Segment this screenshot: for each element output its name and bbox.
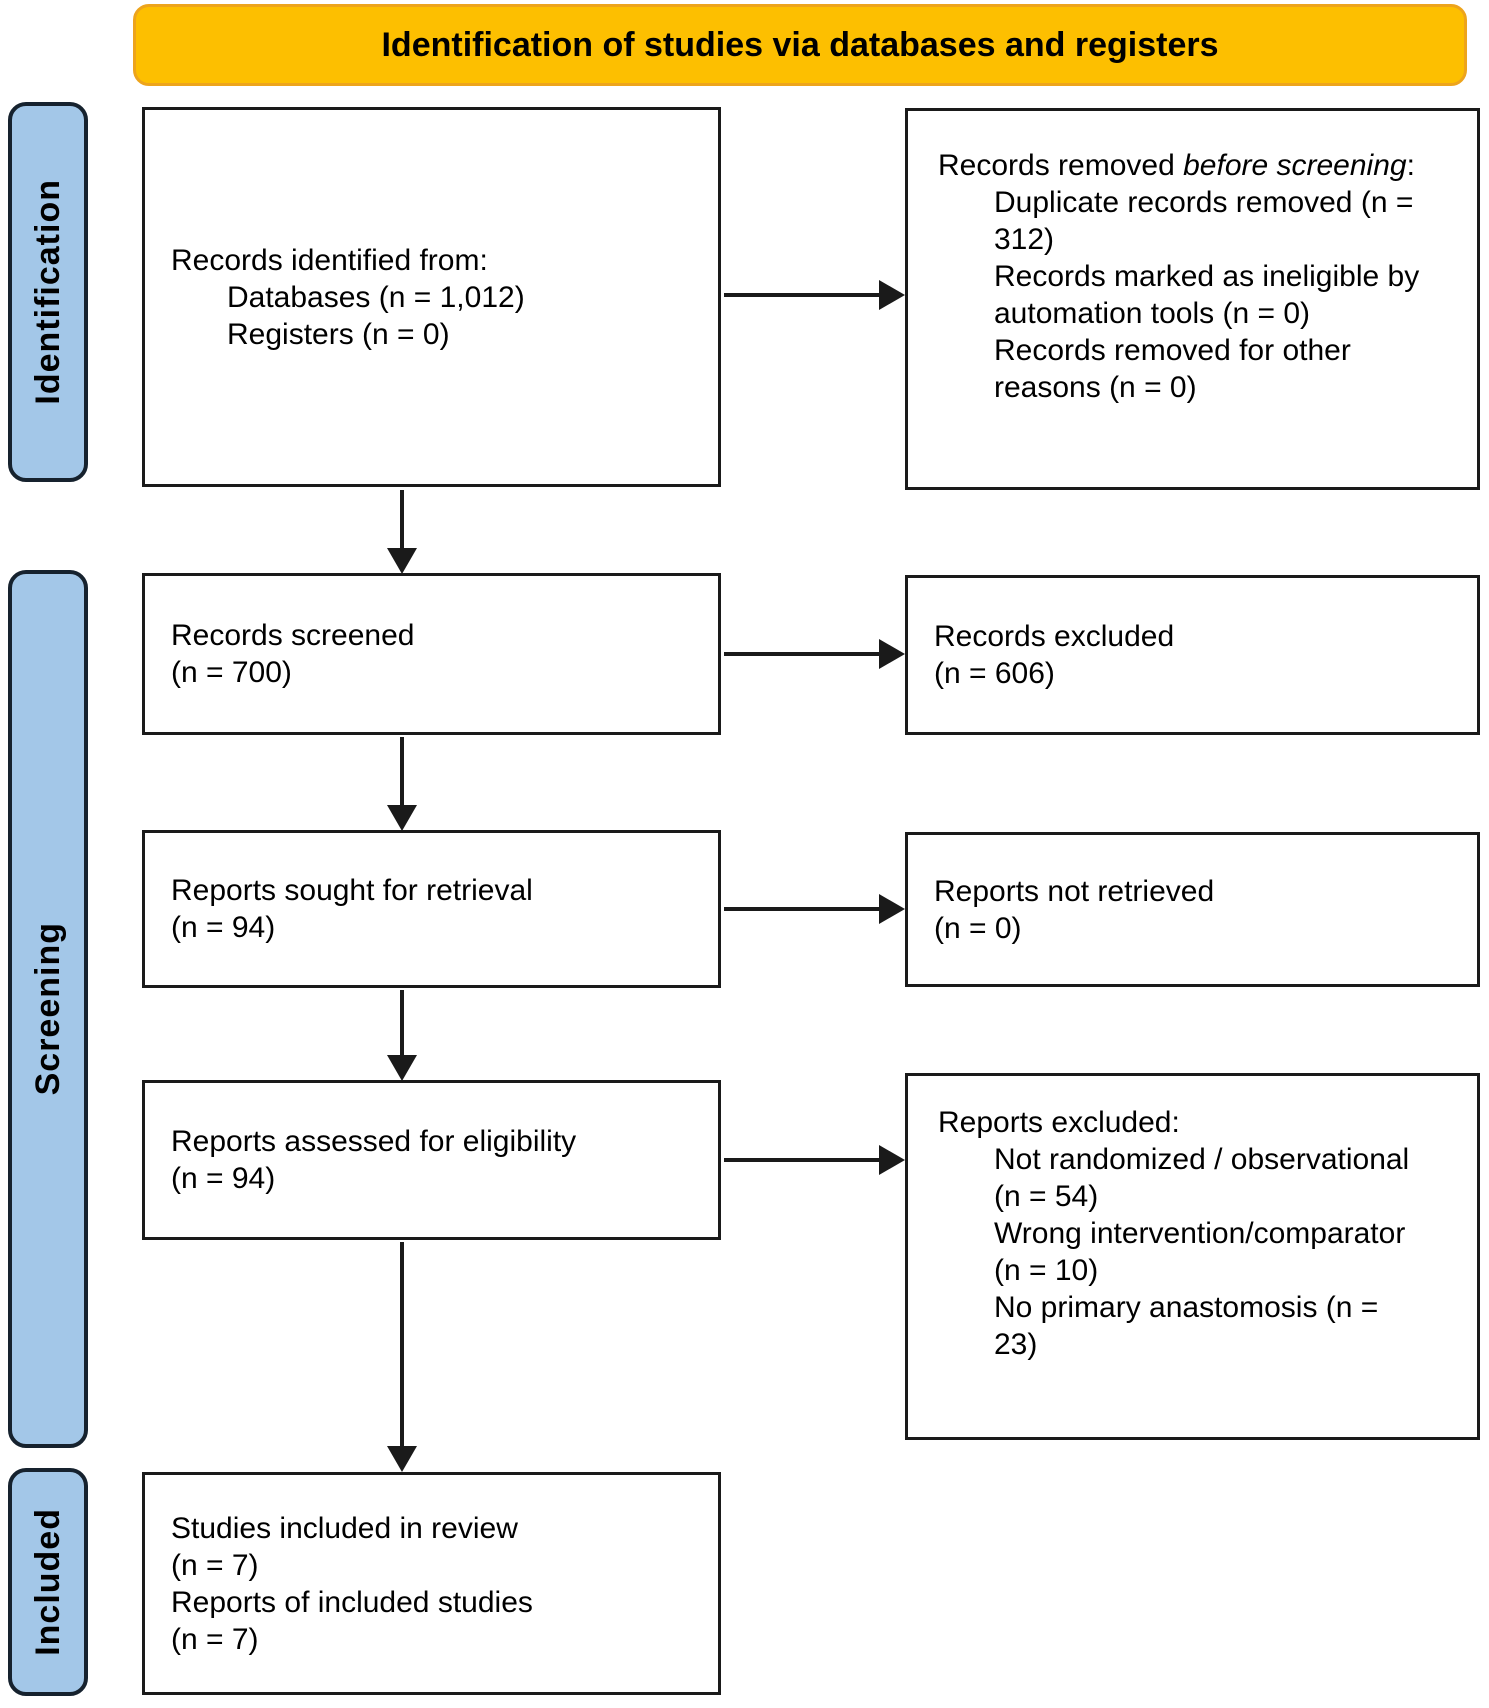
records-identified-registers: Registers (n = 0) — [227, 317, 450, 351]
stage-bar-screening: Screening — [8, 570, 88, 1448]
reports-not-retrieved-label: Reports not retrieved — [934, 874, 1215, 908]
box-records-excluded: Records excluded (n = 606) — [905, 575, 1480, 735]
records-excluded-count: (n = 606) — [934, 657, 1055, 690]
stage-label-identification: Identification — [28, 179, 67, 405]
box-studies-included: Studies included in review (n = 7) Repor… — [142, 1472, 721, 1695]
header-title: Identification of studies via databases … — [381, 25, 1219, 64]
box-reports-excluded: Reports excluded: Not randomized / obser… — [905, 1073, 1480, 1440]
reports-not-retrieved-count: (n = 0) — [934, 911, 1022, 945]
stage-label-included: Included — [28, 1508, 67, 1656]
records-identified-databases: Databases (n = 1,012) — [227, 280, 525, 314]
reports-excluded-no-anastomosis: No primary anastomosis (n = 23) — [994, 1291, 1379, 1361]
records-excluded-label: Records excluded — [934, 620, 1175, 653]
box-records-screened: Records screened (n = 700) — [142, 573, 721, 735]
records-removed-other: Records removed for other reasons (n = 0… — [994, 334, 1351, 404]
records-identified-title: Records identified from: — [171, 243, 488, 277]
stage-bar-identification: Identification — [8, 102, 88, 482]
stage-label-screening: Screening — [28, 922, 67, 1096]
box-reports-not-retrieved: Reports not retrieved (n = 0) — [905, 832, 1480, 987]
reports-excluded-title: Reports excluded: — [938, 1106, 1180, 1139]
records-removed-title-italic: before screening — [1183, 149, 1407, 182]
reports-assessed-label: Reports assessed for eligibility — [171, 1125, 577, 1158]
records-removed-title: Records removed before screening: — [938, 149, 1415, 182]
box-records-removed: Records removed before screening: Duplic… — [905, 108, 1480, 490]
reports-sought-count: (n = 94) — [171, 911, 276, 944]
box-reports-assessed: Reports assessed for eligibility (n = 94… — [142, 1080, 721, 1240]
records-screened-label: Records screened — [171, 619, 415, 652]
box-records-identified: Records identified from: Databases (n = … — [142, 107, 721, 487]
studies-included-count: (n = 7) — [171, 1548, 259, 1582]
reports-sought-label: Reports sought for retrieval — [171, 874, 533, 907]
records-screened-count: (n = 700) — [171, 656, 292, 689]
records-removed-duplicates: Duplicate records removed (n = 312) — [994, 186, 1414, 256]
reports-assessed-count: (n = 94) — [171, 1162, 276, 1195]
reports-excluded-not-randomized: Not randomized / observational (n = 54) — [994, 1143, 1410, 1213]
header-banner: Identification of studies via databases … — [133, 4, 1467, 86]
records-removed-automation: Records marked as ineligible by automati… — [994, 260, 1420, 330]
reports-included-label: Reports of included studies — [171, 1585, 533, 1619]
stage-bar-included: Included — [8, 1468, 88, 1696]
studies-included-label: Studies included in review — [171, 1511, 518, 1545]
reports-included-count: (n = 7) — [171, 1622, 259, 1656]
box-reports-sought: Reports sought for retrieval (n = 94) — [142, 830, 721, 988]
reports-excluded-wrong-intervention: Wrong intervention/comparator (n = 10) — [994, 1217, 1406, 1287]
